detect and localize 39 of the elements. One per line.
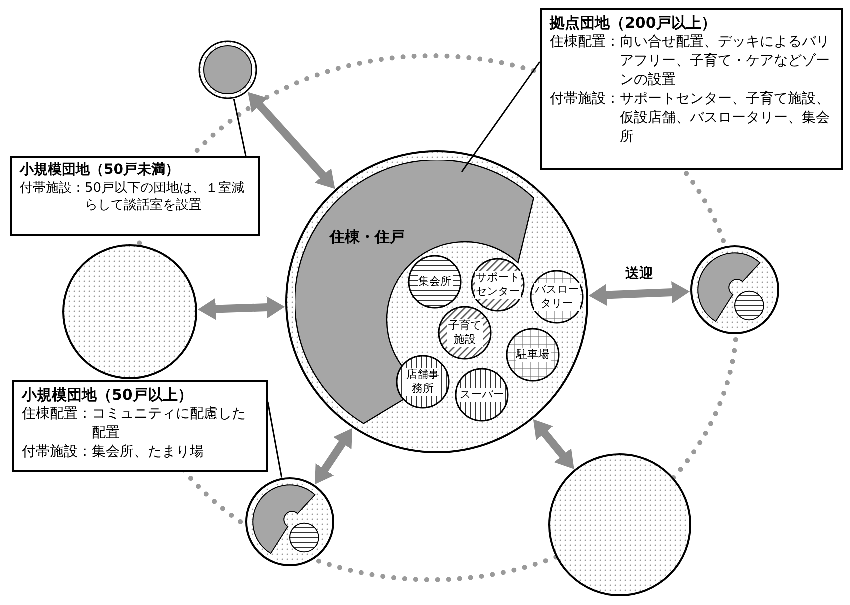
callout-box xyxy=(540,8,843,170)
callout-heading: 小規模団地（50戸以上） xyxy=(22,386,194,406)
callout-text: 住棟配置：コミュニティに配慮した配置 xyxy=(22,405,247,444)
facility-circle xyxy=(471,258,525,312)
facility-circle xyxy=(438,306,492,360)
double-arrow xyxy=(315,428,353,485)
double-arrow xyxy=(198,296,286,320)
housing-estate-circle xyxy=(285,150,589,454)
facility-label: バスロータリー xyxy=(534,283,580,311)
leader-line xyxy=(233,99,247,156)
double-arrow xyxy=(533,420,574,470)
sector-label: 住棟・住戸 xyxy=(330,227,405,248)
callout-box xyxy=(10,156,260,236)
callout-text: 付帯施設：50戸以下の団地は、１室減らして談話室を設置 xyxy=(20,180,246,216)
housing-estate-circle xyxy=(62,244,198,380)
double-arrow xyxy=(588,282,690,306)
facility-circle xyxy=(530,270,584,324)
callout-box xyxy=(12,380,268,472)
callout-heading: 拠点団地（200戸以上） xyxy=(550,14,718,34)
callout-heading: 小規模団地（50戸未満） xyxy=(20,162,180,180)
housing-estate-circle xyxy=(548,453,692,597)
housing-estate-circle xyxy=(198,40,258,100)
housing-estate-circle xyxy=(690,245,780,335)
facility-label: 子育て施設 xyxy=(447,319,483,347)
facility-label: サポートセンター xyxy=(475,271,521,299)
housing-estate-circle xyxy=(245,477,335,567)
callout-text: 住棟配置：向い合せ配置、デッキによるバリアフリー、子育て・ケアなどゾーンの設置 xyxy=(550,33,831,90)
leader-line xyxy=(267,402,283,478)
facility-label: 店舗事務所 xyxy=(405,368,441,396)
callout-text: 付帯施設：集会所、たまり場 xyxy=(22,443,205,462)
facility-label: スーパー xyxy=(459,388,505,402)
facility-circle xyxy=(396,355,450,409)
facility-circle xyxy=(408,255,462,309)
callout-text: 付帯施設：サポートセンター、子育て施設、仮設店舗、バスロータリー、集会所 xyxy=(550,90,831,148)
facility-circle xyxy=(506,328,560,382)
double-arrow xyxy=(248,92,336,190)
facility-label: 集会所 xyxy=(418,275,452,289)
facility-circle xyxy=(455,368,509,422)
facility-label: 駐車場 xyxy=(516,348,550,362)
